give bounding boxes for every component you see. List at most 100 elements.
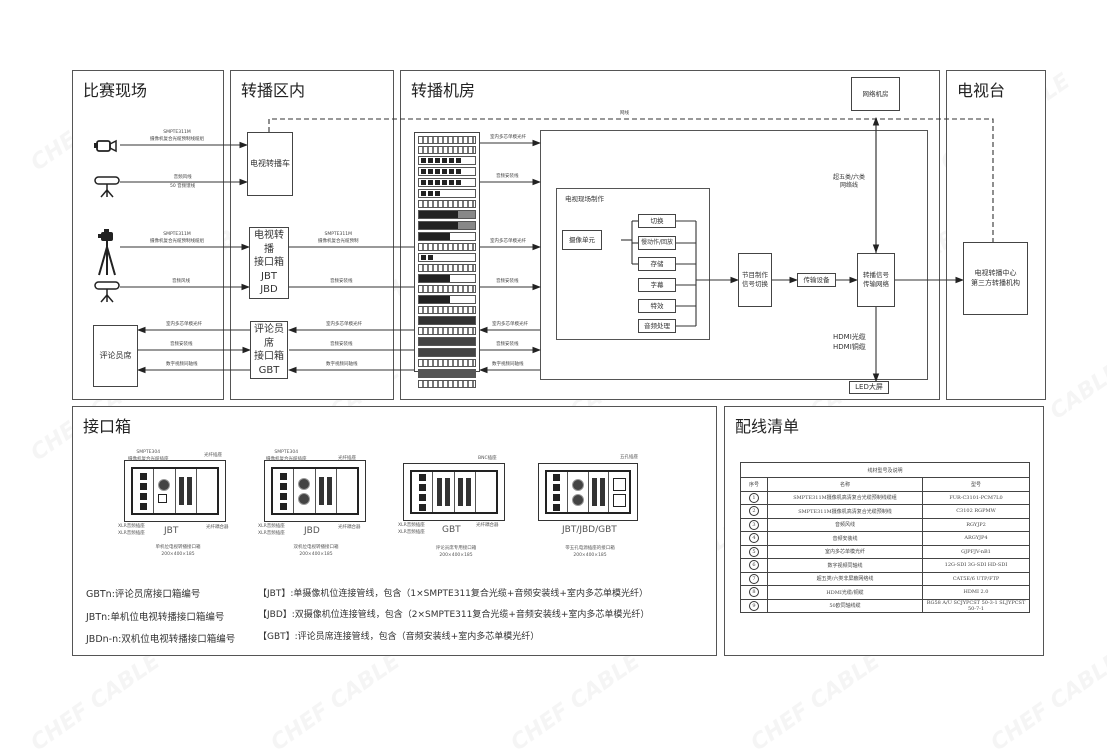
- label-jbt-out2: 音频安装线: [330, 279, 353, 284]
- wiring-table-header-name: 名称: [767, 477, 923, 492]
- wiring-table-cell-name: SMPTE311M摄像机高清复合光缆预制线缆组: [767, 490, 923, 505]
- wiring-table-header-model: 型号: [922, 477, 1030, 492]
- panel-title-venue: 比赛现场: [83, 81, 148, 100]
- label-dashed-network: 网线: [620, 111, 629, 116]
- watermark-text: CHEF CABLE: [746, 648, 885, 756]
- junction-box-combined-callout-top: 五孔插座: [620, 455, 638, 460]
- program-switch-box: 节目制作信号切换: [738, 253, 772, 307]
- panel-title-wiring-list: 配线清单: [735, 417, 800, 436]
- watermark-text: CHEF CABLE: [986, 648, 1107, 756]
- label-rack-out6: 音频安装线: [496, 342, 519, 347]
- junction-box-jbd-name: JBD: [304, 526, 320, 536]
- junction-box-jbd-callout-br: 光纤耦合器: [338, 525, 361, 530]
- label-comm-line3: 数字视频同轴线: [166, 362, 198, 367]
- junction-box-gbt: [403, 463, 505, 521]
- panel-junction-boxes: 接口箱: [72, 406, 717, 656]
- wiring-table-cell-model: HDMI 2.0: [922, 585, 1030, 600]
- wiring-table-cell-model: RG58 A/U SCJYPCST 50-3-1 SLJYPCST 50-7-1: [922, 598, 1030, 613]
- wiring-table-cell-model: CAT5E/6 UTP/FTP: [922, 571, 1030, 586]
- wiring-table-cell-name: 50欧同轴线缆: [767, 598, 923, 613]
- panel-title-junction-boxes: 接口箱: [83, 417, 132, 436]
- wiring-table-cell-name: 室内多芯单模光纤: [767, 544, 923, 559]
- label-rack-out2: 音频安装线: [496, 174, 519, 179]
- panel-title-tv-station: 电视台: [957, 81, 1006, 100]
- led-screen-box: LED大屏: [849, 381, 889, 394]
- production-group-title: 电视现场制作: [565, 195, 604, 203]
- label-comm-line2: 音频安装线: [170, 342, 193, 347]
- junction-box-jbt: [124, 460, 226, 522]
- legend-desc-jbd: 【JBD】:双摄像机位连接管线，包含（2×SMPTE311复合光缆+音频安装线+…: [258, 610, 650, 620]
- panel-title-broadcast-area: 转播区内: [241, 81, 306, 100]
- label-rack-out7: 数字视频同轴线: [492, 362, 524, 367]
- function-caption-box: 字幕: [638, 278, 676, 292]
- wiring-table-cell-name: SMPTE311M摄像机高清复合光缆预制线: [767, 504, 923, 519]
- circled-number: 9: [749, 600, 759, 611]
- junction-box-combined: [538, 463, 638, 521]
- watermark-text: CHEF CABLE: [26, 648, 165, 756]
- circled-number: 6: [749, 560, 759, 571]
- equipment-rack: [414, 132, 480, 388]
- wiring-table-cell-no: 7: [740, 571, 768, 586]
- wiring-table-cell-no: 5: [740, 544, 768, 559]
- wiring-table-cell-name: HDMI光缆/铜缆: [767, 585, 923, 600]
- watermark-text: CHEF CABLE: [506, 648, 645, 756]
- panel-tv-station: 电视台: [946, 70, 1046, 400]
- wiring-table-cell-model: GJPFJV-nB1: [922, 544, 1030, 559]
- wiring-table-cell-model: RGYJP2: [922, 517, 1030, 532]
- label-rack-out3: 室内多芯单模光纤: [490, 239, 526, 244]
- tv-center-box: 电视转播中心第三方转播机构: [963, 242, 1028, 315]
- legend-desc-gbt: 【GBT】:评论员席连接管线，包含（音频安装线+室内多芯单模光纤）: [258, 632, 540, 642]
- wiring-table-cell-name: 超五类/六类非屏蔽网络线: [767, 571, 923, 586]
- junction-box-jbt-callout-br: 光纤耦合器: [206, 525, 229, 530]
- wiring-table-cell-no: 3: [740, 517, 768, 532]
- watermark-text: CHEF CABLE: [266, 648, 405, 756]
- wiring-table-caption: 线材型号及说明: [740, 462, 1030, 478]
- junction-box-jbt-callout-right: 光纤插座: [204, 453, 222, 458]
- wiring-table-cell-model: FUR-C3101-PCM7L0: [922, 490, 1030, 505]
- function-replay-box: 慢动作/回放: [638, 236, 676, 250]
- wiring-table-header-no: 序号: [740, 477, 768, 492]
- circled-number: 1: [749, 492, 759, 503]
- function-audio-box: 音频处理: [638, 319, 676, 333]
- wiring-table-cell-no: 8: [740, 585, 768, 600]
- camera2-tripod-icon: [96, 229, 120, 277]
- circled-number: 8: [749, 587, 759, 598]
- circled-number: 7: [749, 573, 759, 584]
- label-gbt-out1: 室内多芯单模光纤: [326, 322, 362, 327]
- microphone1-icon: [94, 176, 120, 198]
- wiring-table-cell-no: 6: [740, 558, 768, 573]
- wiring-table-cell-no: 2: [740, 504, 768, 519]
- legend-code-jbt: JBTn:单机位电视转播接口箱编号: [86, 612, 225, 623]
- junction-box-jbt-name: JBT: [164, 526, 179, 536]
- wiring-table: 线材型号及说明 序号 名称 型号 1 SMPTE311M摄像机高清复合光缆预制线缆…: [740, 462, 1030, 613]
- label-rack-out5: 室内多芯单模光纤: [492, 322, 528, 327]
- label-gbt-out2: 音频安装线: [330, 342, 353, 347]
- function-effects-box: 特效: [638, 299, 676, 313]
- wiring-table-cell-name: 音频安装线: [767, 531, 923, 546]
- label-mic2-line: 音频风线: [172, 279, 190, 284]
- label-gbt-out3: 数字视频同轴线: [326, 362, 358, 367]
- legend-code-jbd: JBDn-n:双机位电视转播接口箱编号: [86, 634, 236, 645]
- production-group-frame: 电视现场制作: [556, 188, 710, 340]
- wiring-table-cell-model: 12G-SDI 3G-SDI HD-SDI: [922, 558, 1030, 573]
- transmission-equipment-box: 传输设备: [797, 273, 836, 287]
- signal-network-box: 转播信号传输网络: [857, 253, 895, 307]
